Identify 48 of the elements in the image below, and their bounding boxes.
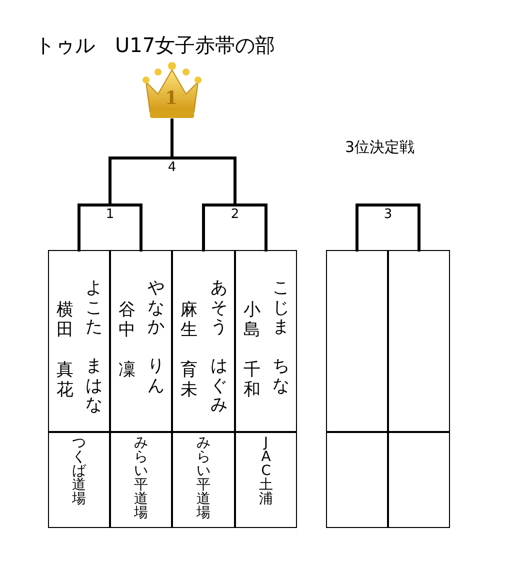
name-text: 小島 — [242, 301, 262, 340]
name-text: 真花 — [56, 361, 75, 400]
reading-text: やなか — [146, 279, 166, 338]
empty-cell — [326, 250, 388, 432]
title: トゥル U17女子赤帯の部 — [35, 32, 276, 59]
club-name: みらい平道場 — [132, 436, 149, 520]
name-text: 凜 — [118, 361, 137, 381]
match-number: 2 — [220, 205, 250, 227]
name-cell — [48, 250, 110, 432]
club-cell — [172, 432, 235, 528]
name-text: 谷中 — [118, 301, 137, 340]
name-text: 育未 — [180, 361, 199, 400]
bracket-line — [108, 204, 142, 252]
bracket-line — [202, 204, 236, 252]
bracket-line — [386, 204, 420, 252]
section-label: 3位決定戦 — [345, 138, 415, 157]
reading-text: はぐみ — [209, 357, 228, 416]
club-cell — [110, 432, 172, 528]
reading-text: こじま — [271, 279, 290, 338]
club-cell — [235, 432, 297, 528]
match-number: 3 — [373, 205, 403, 227]
club-cell — [48, 432, 110, 528]
name-text: 麻生 — [180, 301, 199, 340]
name-text: 横田 — [56, 301, 75, 340]
reading-text: まはな — [84, 357, 104, 416]
rank-number: 1 — [165, 88, 178, 109]
name-text: 千和 — [242, 361, 262, 400]
match-number: 1 — [95, 205, 125, 227]
club-name: みらい平道場 — [195, 436, 212, 520]
reading-text: あそう — [209, 279, 228, 338]
reading-text: よこた — [84, 279, 104, 338]
club-name: JAC土浦 — [258, 436, 274, 506]
empty-cell — [326, 432, 388, 528]
bracket-line — [78, 204, 112, 252]
reading-text: ちな — [271, 357, 290, 396]
bracket-line — [356, 204, 390, 252]
bracket-line — [234, 204, 268, 252]
name-cell — [110, 250, 172, 432]
bracket-line — [108, 156, 174, 206]
empty-cell — [388, 250, 450, 432]
club-name: つくば道場 — [70, 436, 88, 506]
empty-cell — [388, 432, 450, 528]
name-cell — [172, 250, 235, 432]
bracket-line — [170, 156, 236, 206]
match-number: 4 — [157, 158, 187, 180]
bracket-line — [170, 118, 174, 160]
reading-text: りん — [146, 357, 166, 396]
name-cell — [235, 250, 297, 432]
